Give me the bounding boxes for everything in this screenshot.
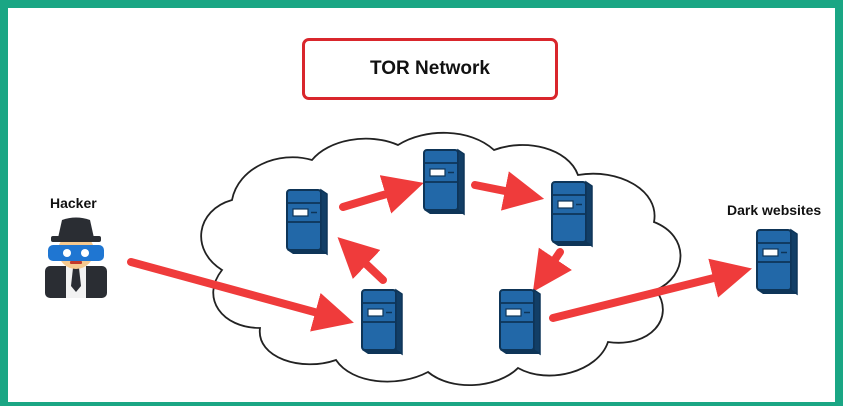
arrow-entry-to-node — [337, 237, 387, 284]
arrow-node-to-top — [339, 175, 424, 214]
server-icon-entry — [361, 289, 403, 355]
arrow-top-to-right — [471, 171, 545, 211]
arrow-right-to-exit — [532, 247, 572, 292]
dark-websites-label: Dark websites — [727, 202, 822, 218]
server-icon-node-top — [423, 149, 465, 215]
diagram-title: TOR Network — [369, 58, 490, 79]
hacker-label: Hacker — [50, 195, 97, 211]
arrow-exit-to-dark-websites — [549, 258, 752, 322]
arrow-hacker-to-entry — [127, 258, 354, 332]
route-arrows — [127, 171, 752, 332]
title-box: TOR Network — [302, 38, 558, 100]
server-icon-exit — [499, 289, 541, 355]
server-icon-node-right — [551, 181, 593, 247]
server-icon-dark-websites — [756, 229, 798, 295]
server-icon-node-left — [286, 189, 328, 255]
hacker-icon — [45, 217, 107, 298]
